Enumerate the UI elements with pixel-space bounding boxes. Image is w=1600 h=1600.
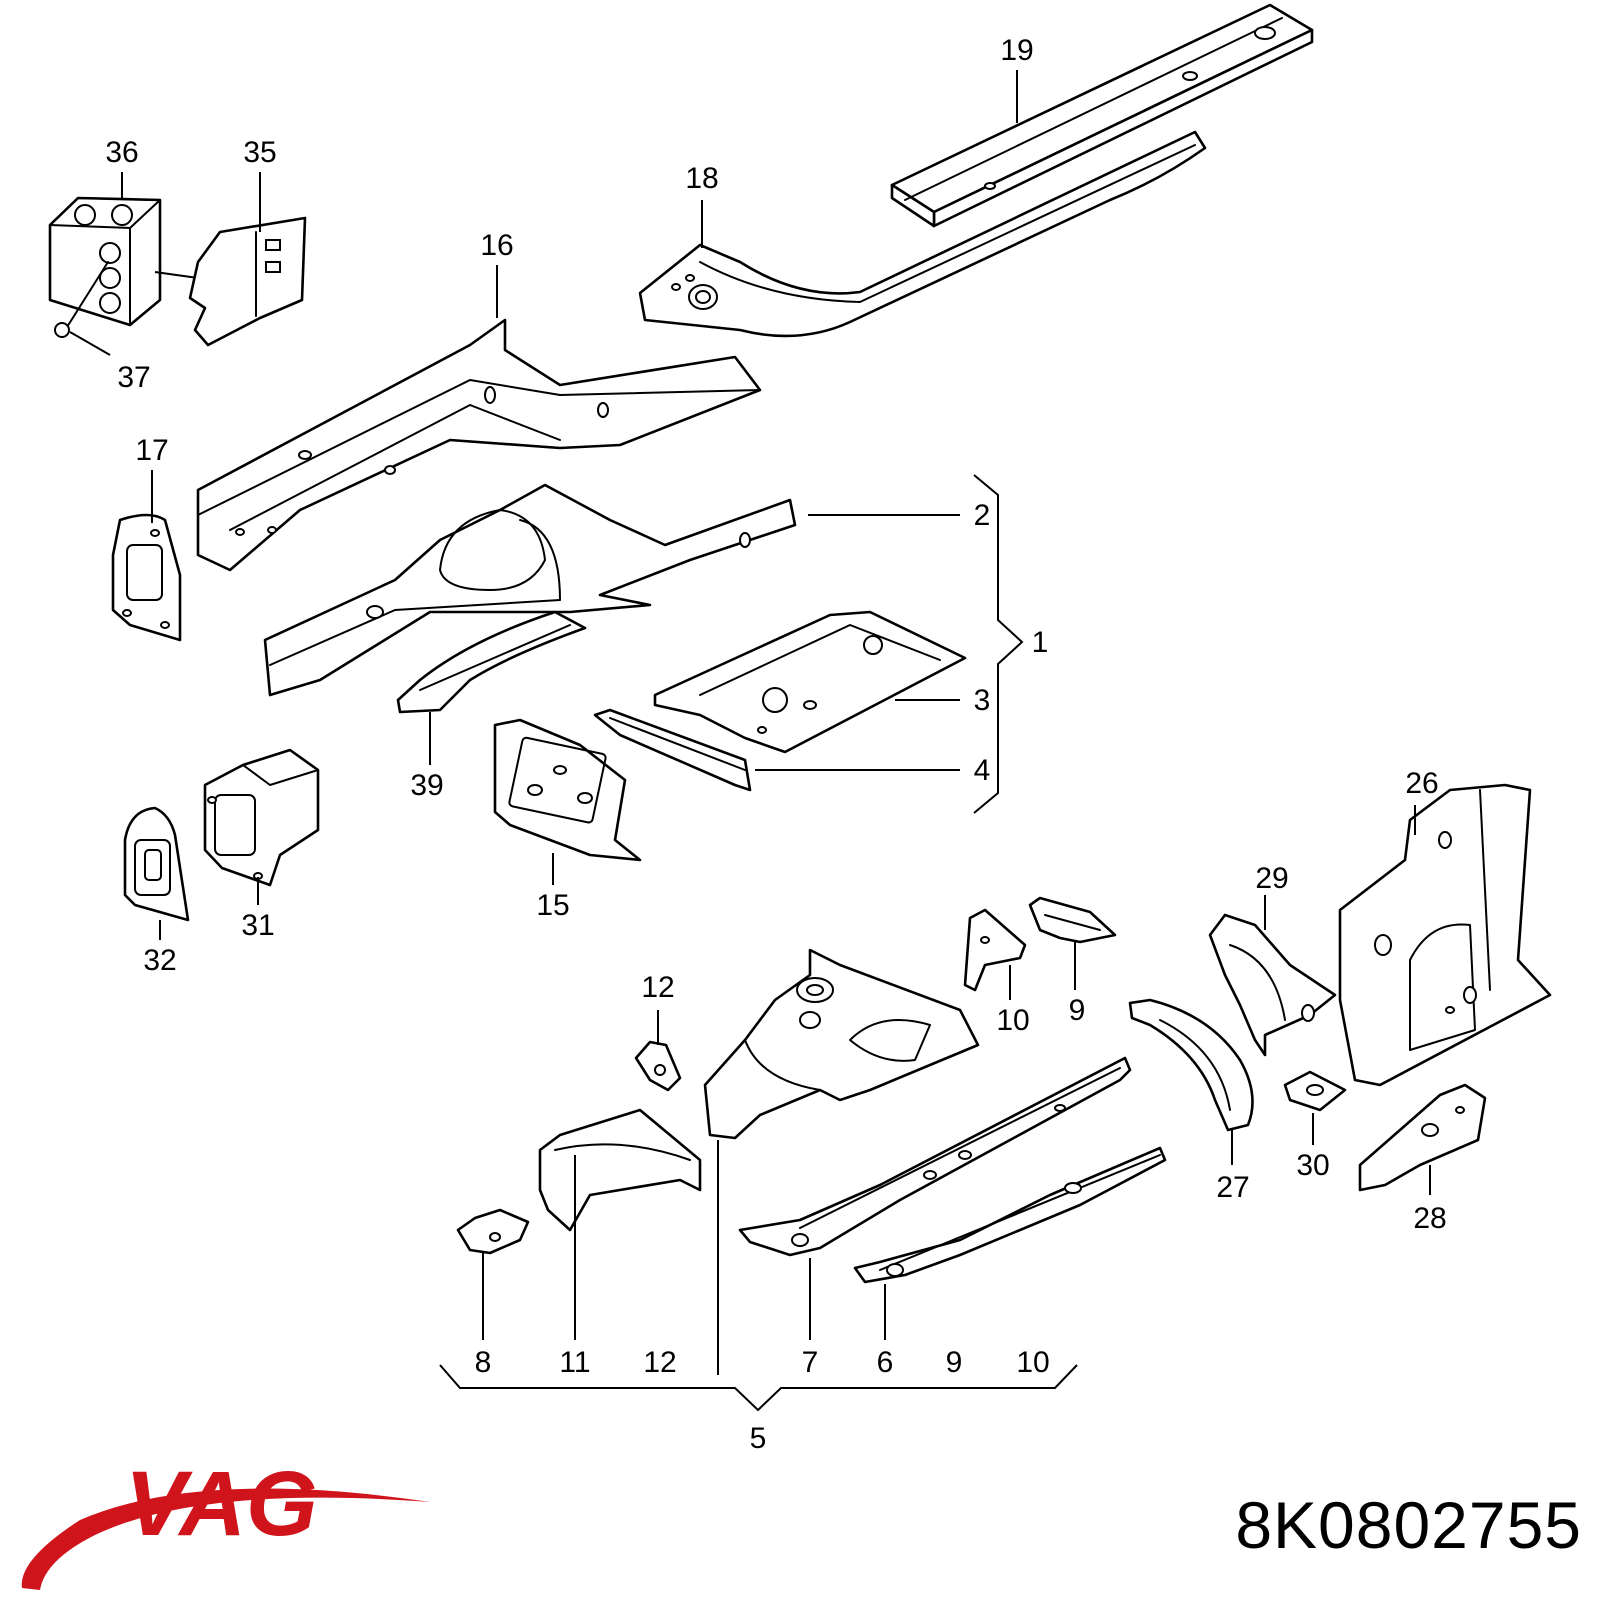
callout-18: 18 (685, 162, 718, 195)
part-37 (54, 261, 109, 338)
part-number: 8K0802755 (1235, 1488, 1582, 1562)
callout-4: 4 (974, 754, 991, 787)
callout-19: 19 (1000, 34, 1033, 67)
callout-3: 3 (974, 684, 991, 717)
part-8 (456, 1208, 530, 1255)
part-28 (1358, 1083, 1487, 1192)
callout-35: 35 (243, 136, 276, 169)
callout-2: 2 (974, 499, 991, 532)
part-32 (123, 806, 190, 922)
part-10-upper (963, 908, 1027, 992)
callout-10-upper: 10 (996, 1004, 1029, 1037)
callout-26: 26 (1405, 767, 1438, 800)
part-29 (1208, 913, 1337, 1057)
callout-9-lower: 9 (946, 1346, 963, 1379)
part-19 (890, 3, 1314, 228)
callout-10-lower: 10 (1016, 1346, 1049, 1379)
part-4 (593, 708, 752, 792)
callout-29: 29 (1255, 862, 1288, 895)
part-15 (493, 718, 642, 862)
part-30 (1283, 1070, 1347, 1112)
callout-37: 37 (117, 361, 150, 394)
brand-logo: VAG (21, 1453, 431, 1590)
callout-12-upper: 12 (641, 971, 674, 1004)
leader-lines (69, 70, 1431, 1375)
callout-16: 16 (480, 229, 513, 262)
callout-32: 32 (143, 944, 176, 977)
brand-swoosh (21, 1488, 431, 1590)
part-2 (263, 483, 797, 697)
part-12-upper (634, 1040, 682, 1092)
callout-27: 27 (1216, 1171, 1249, 1204)
part-6 (853, 1146, 1167, 1284)
group-bracket-1 (973, 474, 1024, 814)
callout-36: 36 (105, 136, 138, 169)
part-17 (111, 513, 182, 642)
part-7 (738, 1056, 1132, 1257)
callout-31: 31 (241, 909, 274, 942)
callout-8: 8 (475, 1346, 492, 1379)
callout-12-lower: 12 (643, 1346, 676, 1379)
callout-11: 11 (559, 1346, 590, 1379)
part-31 (203, 748, 320, 887)
callout-15: 15 (536, 889, 569, 922)
callout-28: 28 (1413, 1202, 1446, 1235)
group-bracket-5 (439, 1364, 1078, 1412)
part-35 (188, 216, 307, 347)
part-18 (638, 130, 1207, 338)
part-26 (1338, 783, 1552, 1087)
callout-labels: 19 18 16 36 35 37 17 2 1 3 4 39 15 31 32… (105, 34, 1446, 1455)
callout-39: 39 (410, 769, 443, 802)
brand-name: VAG (125, 1453, 318, 1555)
part-11 (538, 1108, 702, 1232)
callout-30: 30 (1296, 1149, 1329, 1182)
part-39 (396, 610, 587, 714)
part-27 (1128, 998, 1254, 1132)
part-36 (48, 196, 199, 327)
callout-5: 5 (750, 1422, 767, 1455)
callout-7: 7 (802, 1346, 819, 1379)
callout-1: 1 (1032, 626, 1049, 659)
part-9-upper (1028, 896, 1117, 944)
callout-6: 6 (877, 1346, 894, 1379)
callout-17: 17 (135, 434, 168, 467)
part-3 (653, 610, 967, 754)
callout-9-upper: 9 (1069, 994, 1086, 1027)
part-16 (196, 318, 762, 572)
part-5-tower (703, 948, 980, 1140)
